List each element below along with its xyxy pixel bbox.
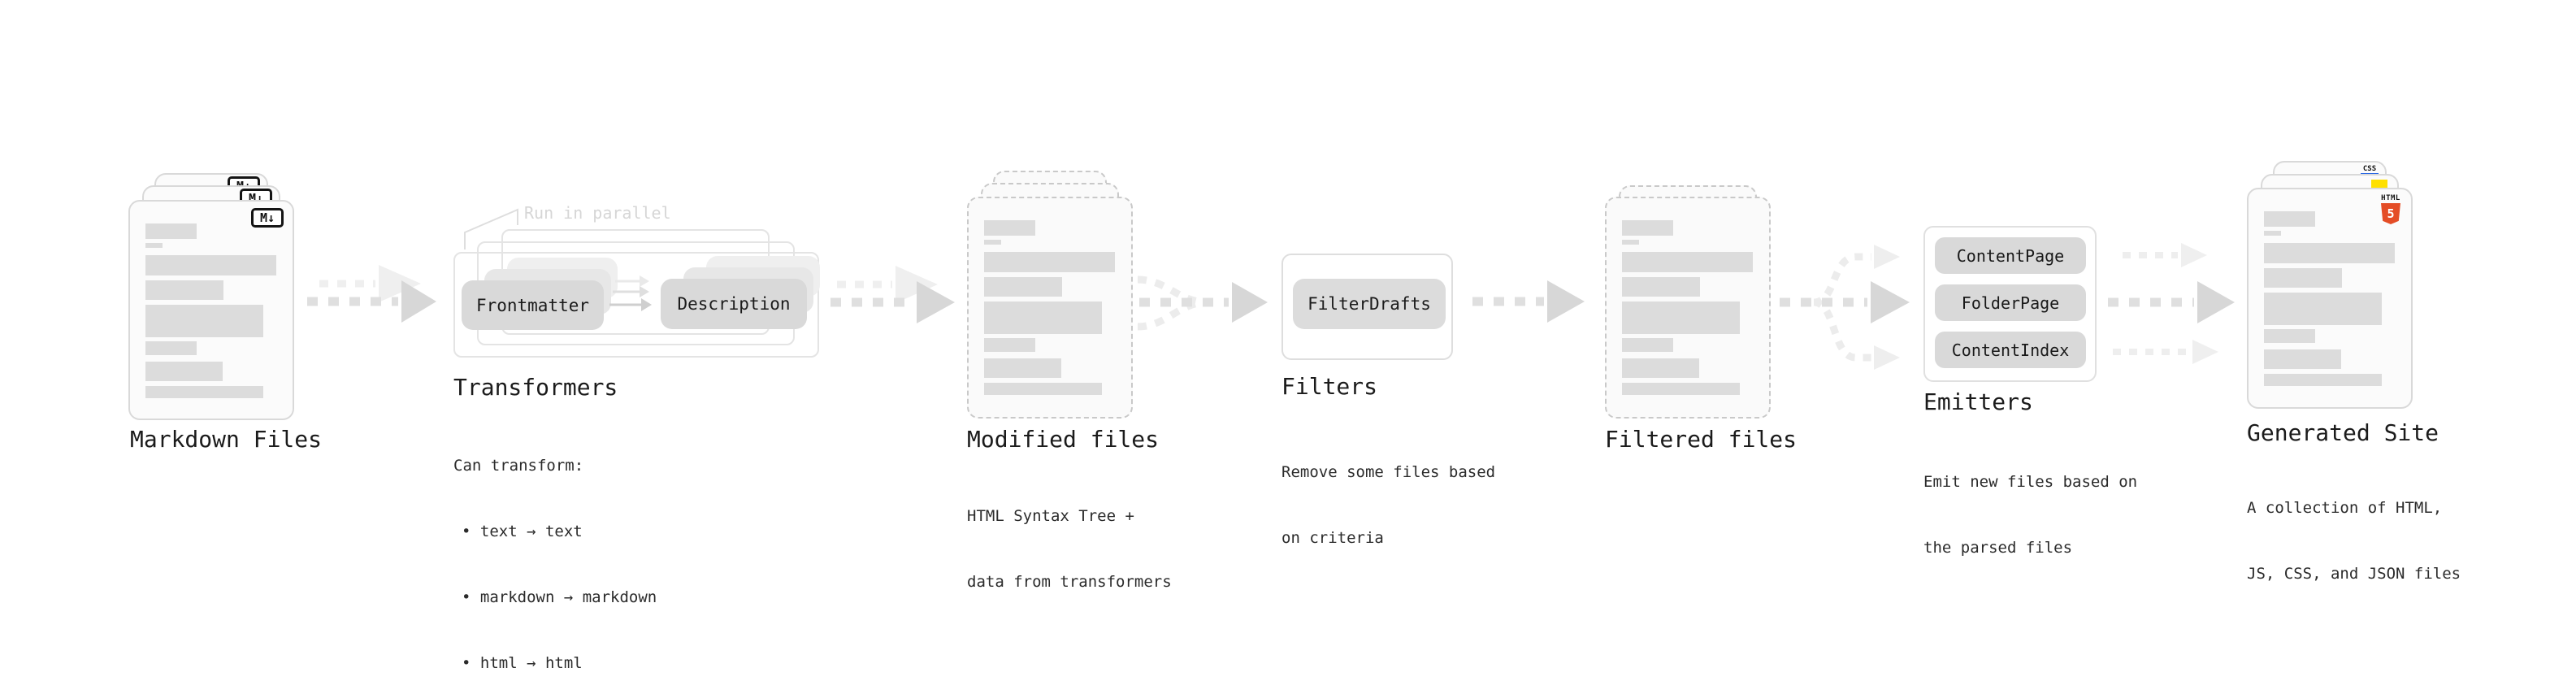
placeholder-bar [1622,240,1639,245]
description-pill: Description [661,279,807,329]
filters-description: Remove some files based on criteria [1281,463,1496,547]
stage-title-filters: Filters [1281,373,1378,400]
html5-icon: HTML 5 [2380,194,2401,224]
doc-placeholder-lines [2249,211,2411,386]
stage-title-transformers: Transformers [453,374,618,401]
placeholder-bar [984,358,1061,378]
placeholder-bar [984,301,1102,334]
stage-title-filtered: Filtered files [1605,426,1798,453]
transformer-run-box-front [453,252,819,358]
placeholder-bar [984,240,1001,245]
arrow-transformers-to-modified [830,266,955,323]
placeholder-bar [2264,268,2342,288]
emitters-description: Emit new files based on the parsed files [1923,473,2138,557]
doc-placeholder-lines [1607,220,1769,395]
stage-title-modified: Modified files [967,426,1160,453]
doc-placeholder-lines [969,220,1131,395]
frontmatter-pill: Frontmatter [462,280,604,330]
filtered-doc-front [1605,197,1771,419]
placeholder-bar [2264,243,2395,263]
placeholder-bar [1622,383,1740,395]
generated-doc-html: HTML 5 [2247,188,2413,409]
placeholder-bar [1622,338,1673,352]
folderpage-pill: FolderPage [1935,284,2086,321]
stage-title-markdown: Markdown Files [130,426,323,453]
placeholder-bar [1622,252,1753,272]
placeholder-bar [2264,329,2315,343]
arrows-emitters-to-generated [2108,243,2235,364]
placeholder-bar [1622,301,1740,334]
placeholder-bar [145,362,223,381]
placeholder-bar [984,277,1062,297]
bullet-item: • html → html [462,654,583,672]
placeholder-bar [984,252,1115,272]
placeholder-bar [2264,374,2382,386]
arrow-filters-to-filtered [1472,280,1585,323]
placeholder-bar [145,341,197,355]
arrow-markdown-to-transformers [307,265,436,323]
placeholder-bar [2264,231,2281,236]
placeholder-bar [145,223,197,239]
placeholder-bar [1622,220,1673,236]
bullet-item: • markdown → markdown [462,588,657,606]
stage-title-generated: Generated Site [2247,419,2439,446]
generated-description: A collection of HTML, JS, CSS, and JSON … [2247,499,2461,583]
run-in-parallel-note: Run in parallel [524,203,671,223]
js-icon [2371,180,2387,190]
modified-description: HTML Syntax Tree + data from transformer… [967,507,1172,591]
placeholder-bar [145,305,263,337]
placeholder-bar [1622,277,1700,297]
arrow-modified-to-filters-merge [1137,275,1268,331]
placeholder-bar [145,280,223,300]
markdown-icon: M↓ [251,208,284,228]
arrow-filtered-to-emitters-fanout [1780,245,1910,370]
filterdrafts-pill: FilterDrafts [1293,279,1446,329]
placeholder-bar [2264,211,2315,227]
placeholder-bar [145,243,163,248]
markdown-doc-front: M↓ [128,200,294,420]
can-transform-heading: Can transform: [453,457,584,475]
placeholder-bar [145,255,276,275]
contentpage-pill: ContentPage [1935,237,2086,274]
transformers-description: Can transform: • text → text • markdown … [453,411,657,681]
placeholder-bar [984,383,1102,395]
contentindex-pill: ContentIndex [1935,332,2086,368]
placeholder-bar [145,386,263,398]
stage-title-emitters: Emitters [1923,388,2033,415]
placeholder-bar [984,220,1035,236]
placeholder-bar [2264,293,2382,325]
bullet-item: • text → text [462,523,583,540]
placeholder-bar [984,338,1035,352]
placeholder-bar [2264,349,2341,369]
modified-doc-front [967,197,1133,419]
doc-placeholder-lines [130,223,293,398]
placeholder-bar [1622,358,1699,378]
